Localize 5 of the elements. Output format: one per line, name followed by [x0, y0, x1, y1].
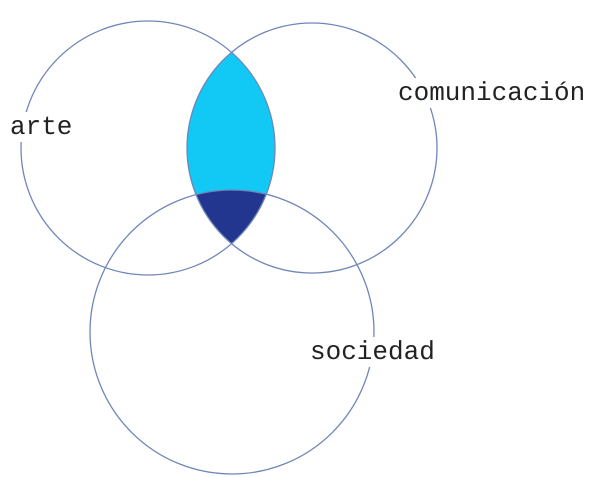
shaded-triple-overlap [196, 190, 266, 244]
circle-label: arte [10, 112, 72, 142]
circle-label: comunicación [398, 78, 586, 108]
shaded-overlap-lens [187, 52, 275, 194]
circle-label: sociedad [310, 337, 435, 367]
